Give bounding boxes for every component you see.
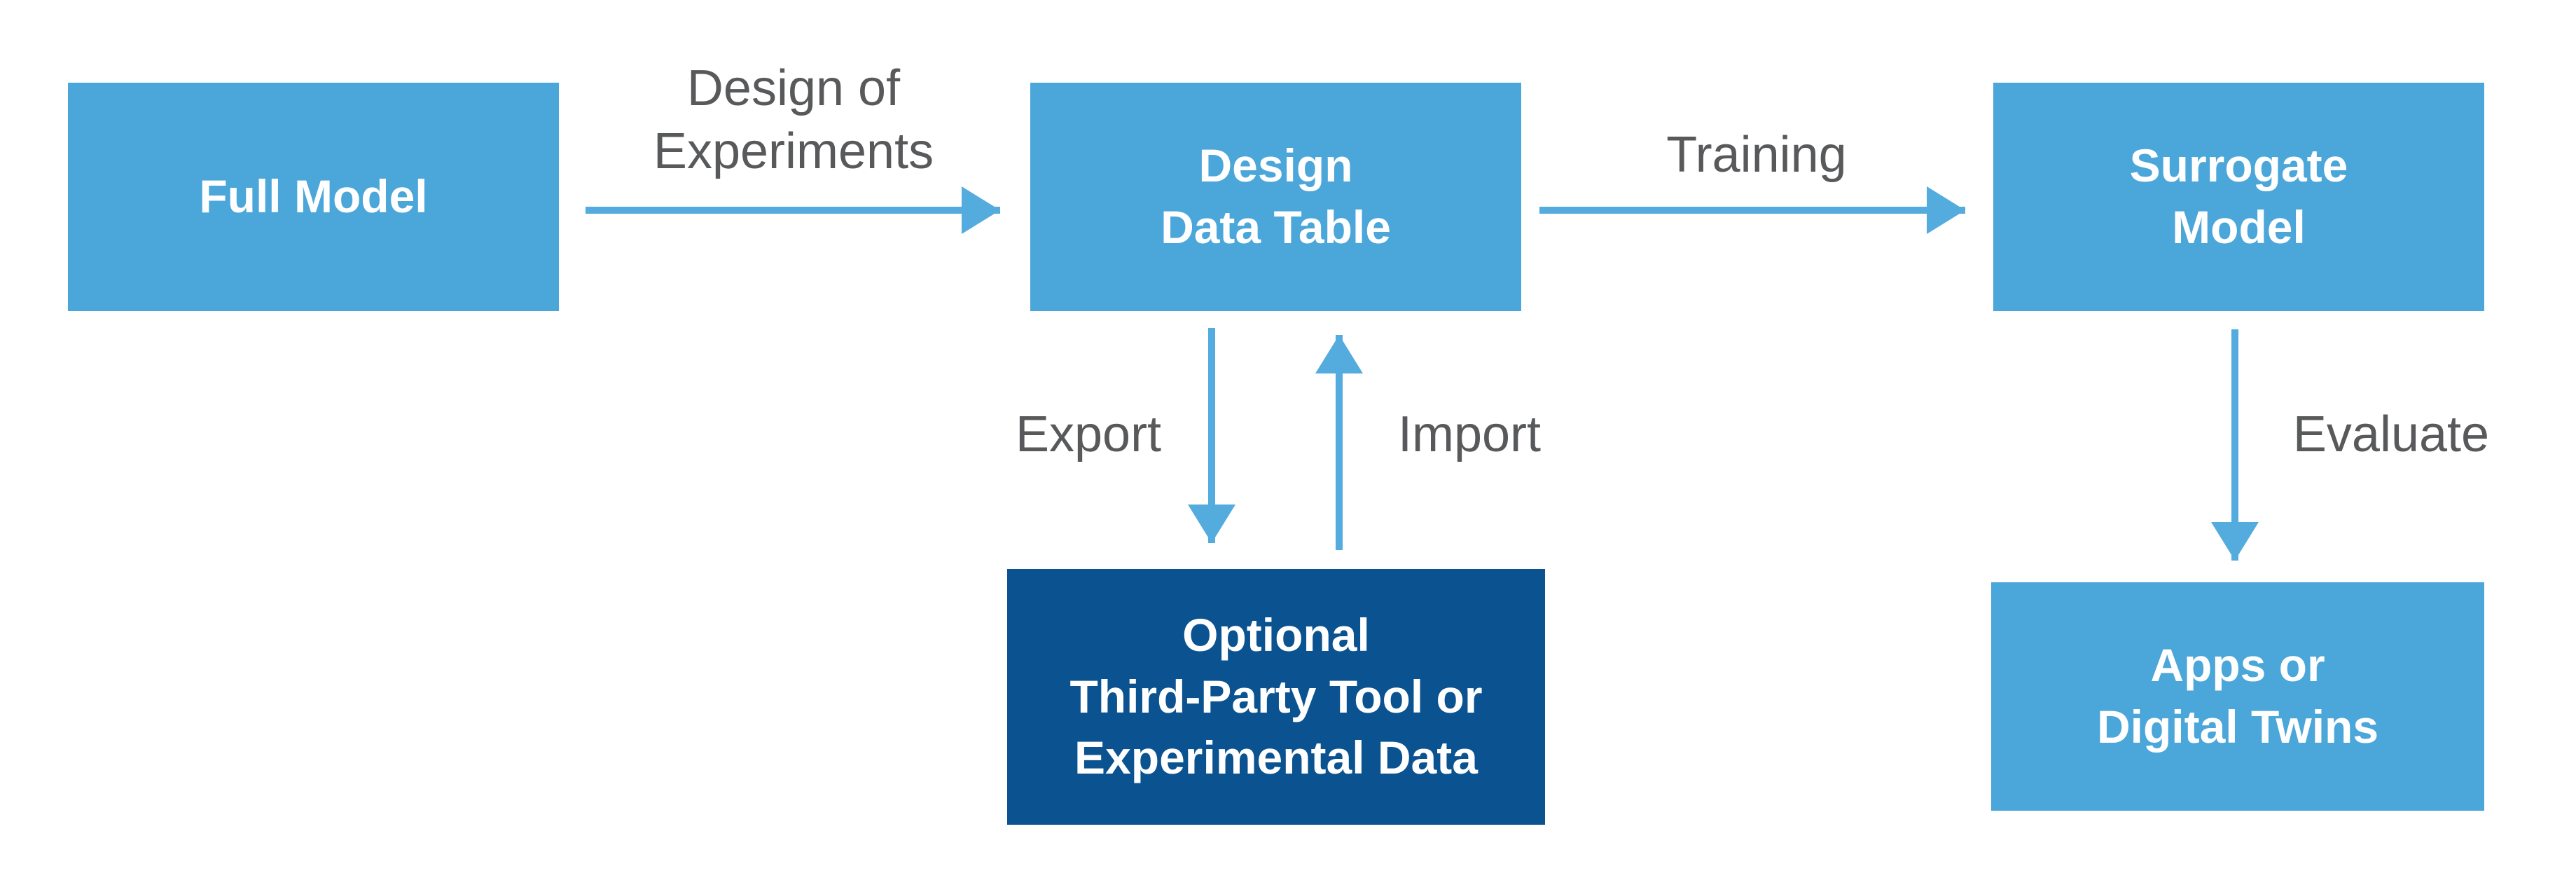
node-third-party-tool: Optional Third-Party Tool or Experimenta… <box>1007 569 1545 825</box>
node-surrogate-model: Surrogate Model <box>1993 83 2484 311</box>
node-apps-digital-twins: Apps or Digital Twins <box>1991 582 2484 811</box>
node-surrogate-model-label: Surrogate Model <box>2129 139 2348 253</box>
node-third-party-tool-label: Optional Third-Party Tool or Experimenta… <box>1069 608 1483 784</box>
node-design-data-table-label: Design Data Table <box>1161 139 1391 253</box>
node-full-model: Full Model <box>68 83 559 311</box>
node-full-model-label: Full Model <box>199 170 428 223</box>
label-evaluate: Evaluate <box>2292 406 2490 462</box>
label-design-of-experiments: Design of Experiments <box>653 60 934 179</box>
label-export: Export <box>1015 406 1162 462</box>
node-design-data-table: Design Data Table <box>1030 83 1521 311</box>
label-import: Import <box>1397 406 1542 462</box>
node-apps-digital-twins-label: Apps or Digital Twins <box>2096 639 2379 753</box>
label-training: Training <box>1666 127 1847 183</box>
